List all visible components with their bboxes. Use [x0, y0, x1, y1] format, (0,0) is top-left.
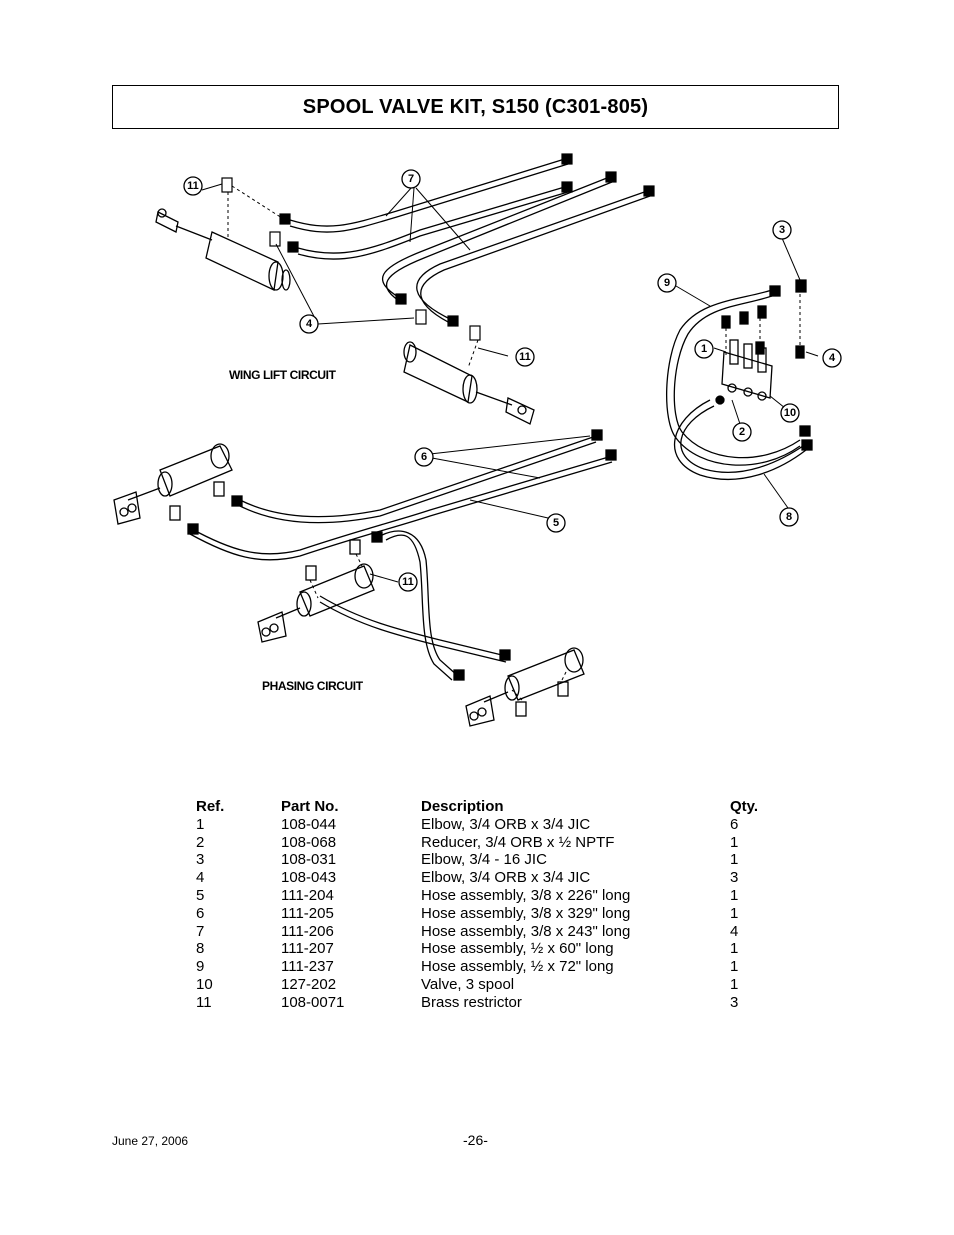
- title-box: SPOOL VALVE KIT, S150 (C301-805): [112, 85, 839, 129]
- table-row: 1 108-044 Elbow, 3/4 ORB x 3/4 JIC 6: [196, 816, 770, 834]
- hose-9: [665, 289, 801, 466]
- cell-desc: Hose assembly, ½ x 72" long: [421, 958, 614, 976]
- callout-label: 8: [786, 511, 792, 523]
- cell-desc: Elbow, 3/4 ORB x 3/4 JIC: [421, 815, 591, 833]
- cell-part: 108-044: [281, 815, 337, 833]
- header-qty: Qty.: [730, 798, 759, 815]
- phasing-cylinder-middle: [257, 563, 375, 643]
- cell-desc: Elbow, 3/4 - 16 JIC: [421, 851, 547, 869]
- cell-ref: 1: [196, 815, 205, 833]
- cell-qty: 1: [730, 958, 739, 976]
- table-header-row: Ref. Part No. Description Qty.: [196, 798, 770, 816]
- cell-part: 108-0071: [281, 993, 345, 1011]
- table-row: 2 108-068 Reducer, 3/4 ORB x ½ NPTF 1: [196, 834, 770, 852]
- callout-label: 10: [784, 407, 796, 419]
- wing-lift-circuit-label: WING LIFT CIRCUIT: [229, 368, 337, 382]
- table-row: 6 111-205 Hose assembly, 3/8 x 329" long 1: [196, 905, 770, 923]
- cell-ref: 7: [196, 922, 205, 940]
- cell-qty: 6: [730, 815, 739, 833]
- cell-part: 108-068: [281, 833, 337, 851]
- cell-ref: 8: [196, 940, 205, 958]
- table-row: 5 111-204 Hose assembly, 3/8 x 226" long 1: [196, 887, 770, 905]
- phasing-fittings: [169, 429, 617, 717]
- cell-ref: 9: [196, 958, 205, 976]
- callout-label: 4: [829, 352, 836, 364]
- cell-part: 111-207: [281, 940, 334, 958]
- page-title: SPOOL VALVE KIT, S150 (C301-805): [302, 95, 649, 118]
- cell-qty: 4: [730, 922, 739, 940]
- cell-desc: Brass restrictor: [421, 993, 522, 1011]
- cell-desc: Hose assembly, 3/8 x 226" long: [421, 886, 631, 904]
- wing-lift-cylinder-bottom: [403, 341, 535, 425]
- cell-ref: 11: [196, 993, 212, 1011]
- callout-label: 1: [701, 343, 707, 355]
- table-row: 3 108-031 Elbow, 3/4 - 16 JIC 1: [196, 851, 770, 869]
- footer-date: June 27, 2006: [112, 1134, 189, 1148]
- cell-part: 111-204: [281, 886, 334, 904]
- callout-label: 9: [664, 277, 670, 289]
- hose-7-group: [289, 157, 651, 327]
- phasing-cylinder-left: [113, 443, 233, 525]
- hydraulic-diagram: 11 7 4 11 3 9 1 4 10 2 8 6 5 11 WING LIF…: [113, 153, 842, 727]
- table-row: 7 111-206 Hose assembly, 3/8 x 243" long 4: [196, 923, 770, 941]
- cell-ref: 4: [196, 869, 205, 887]
- cell-part: 108-043: [281, 869, 337, 887]
- table-row: 4 108-043 Elbow, 3/4 ORB x 3/4 JIC 3: [196, 869, 770, 887]
- table-row: 10 127-202 Valve, 3 spool 1: [196, 976, 770, 994]
- phasing-cylinder-right: [465, 647, 585, 727]
- phasing-circuit-label: PHASING CIRCUIT: [262, 679, 364, 693]
- cell-qty: 1: [730, 940, 739, 958]
- callout-label: 11: [519, 351, 531, 363]
- callout-label: 2: [739, 426, 745, 438]
- callout-label: 11: [402, 576, 414, 588]
- cell-part: 108-031: [281, 851, 337, 869]
- cell-desc: Reducer, 3/4 ORB x ½ NPTF: [421, 833, 615, 851]
- cell-qty: 1: [730, 975, 739, 993]
- callout-label: 11: [187, 180, 199, 192]
- callouts: [183, 169, 842, 592]
- spool-valve: [715, 279, 807, 405]
- cell-part: 111-206: [281, 922, 334, 940]
- cell-qty: 1: [730, 904, 739, 922]
- header-ref: Ref.: [196, 798, 225, 815]
- cell-ref: 10: [196, 975, 213, 993]
- phasing-cross-hoses: [319, 530, 507, 681]
- cell-qty: 1: [730, 851, 739, 869]
- cell-part: 127-202: [281, 975, 337, 993]
- cell-ref: 3: [196, 851, 205, 869]
- callout-label: 4: [306, 318, 313, 330]
- cell-desc: Hose assembly, ½ x 60" long: [421, 940, 614, 958]
- wing-lift-fittings: [221, 153, 655, 341]
- callout-label: 5: [553, 517, 559, 529]
- wing-lift-cylinder-top: [155, 208, 291, 291]
- cell-qty: 3: [730, 869, 739, 887]
- hose-6: [239, 435, 597, 524]
- callout-label: 6: [421, 451, 427, 463]
- cell-qty: 3: [730, 993, 739, 1011]
- hose-8: [673, 285, 813, 480]
- cell-desc: Hose assembly, 3/8 x 243" long: [421, 922, 631, 940]
- cell-qty: 1: [730, 886, 739, 904]
- cell-desc: Hose assembly, 3/8 x 329" long: [421, 904, 631, 922]
- cell-part: 111-237: [281, 958, 334, 976]
- cell-ref: 5: [196, 886, 205, 904]
- callout-label: 7: [408, 173, 414, 185]
- header-part-no: Part No.: [281, 798, 339, 815]
- cell-ref: 2: [196, 833, 205, 851]
- cell-desc: Valve, 3 spool: [421, 975, 515, 993]
- callout-label: 3: [779, 224, 785, 236]
- cell-qty: 1: [730, 833, 739, 851]
- hose-5: [189, 455, 613, 561]
- cell-desc: Elbow, 3/4 ORB x 3/4 JIC: [421, 869, 591, 887]
- header-description: Description: [421, 798, 504, 815]
- page-number: -26-: [463, 1132, 488, 1148]
- cell-ref: 6: [196, 904, 205, 922]
- table-row: 8 111-207 Hose assembly, ½ x 60" long 1: [196, 940, 770, 958]
- cell-part: 111-205: [281, 904, 334, 922]
- table-row: 11 108-0071 Brass restrictor 3: [196, 994, 770, 1012]
- table-row: 9 111-237 Hose assembly, ½ x 72" long 1: [196, 958, 770, 976]
